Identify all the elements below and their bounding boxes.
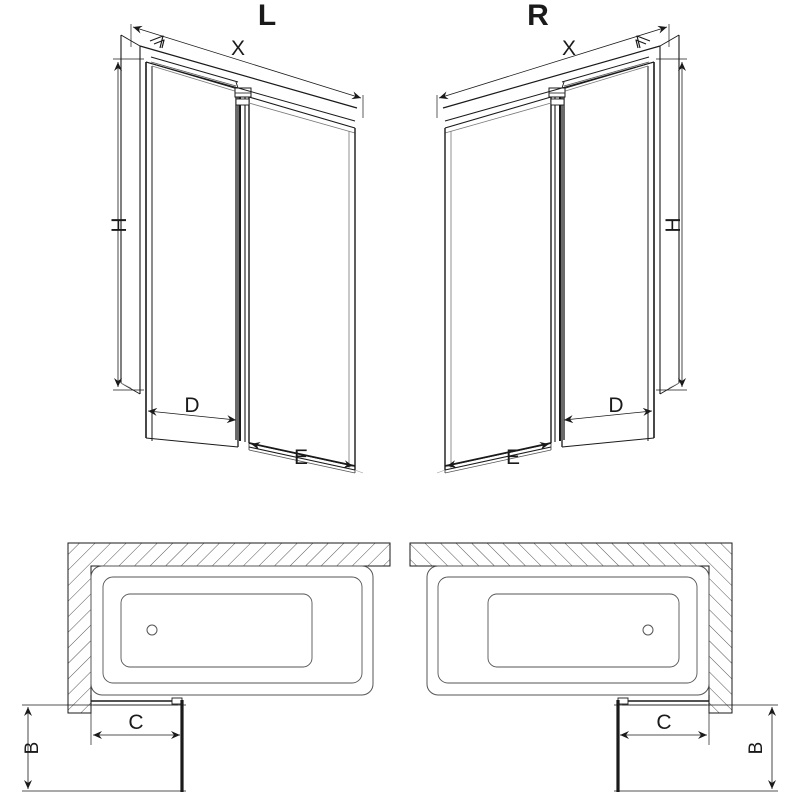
bathtub-basin-right bbox=[487, 593, 680, 668]
dimension-x-right bbox=[436, 24, 670, 118]
dimension-c-right bbox=[617, 703, 710, 745]
variant-label-right: R bbox=[527, 0, 549, 32]
dimension-label-e-right: E bbox=[506, 446, 520, 469]
door-handle-left bbox=[149, 35, 165, 49]
dimension-x-left bbox=[130, 24, 364, 118]
dimension-d-left bbox=[145, 407, 239, 447]
dimension-label-x-left: X bbox=[231, 37, 245, 60]
dimension-h-left bbox=[113, 58, 144, 391]
door-handle-right bbox=[635, 35, 651, 49]
dimension-b-left bbox=[22, 704, 186, 792]
dimension-label-d-left: D bbox=[184, 394, 199, 417]
wall-hatched-left bbox=[67, 542, 391, 714]
bathtub-drain-icon-right bbox=[642, 624, 654, 636]
bathtub-inner-rim bbox=[102, 576, 363, 684]
view-front-right bbox=[436, 24, 687, 474]
construction-lines-left bbox=[120, 382, 364, 474]
dimension-e-right bbox=[444, 430, 552, 473]
dimension-label-b-left: B bbox=[22, 742, 43, 755]
dimension-b-right bbox=[614, 704, 778, 792]
dimension-label-h-left: H bbox=[108, 217, 131, 232]
sliding-panel-right bbox=[444, 96, 552, 474]
bathtub-inner-rim-right bbox=[437, 576, 698, 684]
centre-post-right bbox=[548, 87, 566, 443]
dimension-label-e-left: E bbox=[294, 446, 308, 469]
variant-label-left: L bbox=[258, 0, 276, 32]
construction-lines-right bbox=[436, 382, 680, 474]
bathtub-basin bbox=[120, 593, 313, 668]
view-plan-right bbox=[409, 542, 778, 792]
dimension-c-left bbox=[90, 703, 183, 745]
sliding-panel-left bbox=[248, 96, 356, 474]
dimension-e-left bbox=[248, 430, 356, 473]
fixed-panel-right bbox=[561, 61, 655, 448]
fixed-panel-left bbox=[145, 61, 239, 448]
dimension-label-h-right: H bbox=[662, 217, 685, 232]
bathtub-drain-icon bbox=[146, 624, 158, 636]
dimension-h-right bbox=[656, 58, 687, 391]
dimension-label-b-right: B bbox=[746, 742, 767, 755]
dimension-label-c-left: C bbox=[128, 711, 143, 734]
dimension-d-right bbox=[561, 407, 655, 447]
dimension-label-c-right: C bbox=[656, 711, 671, 734]
view-front-left: X H D E bbox=[108, 24, 364, 474]
bathtub-outer-rim-right bbox=[426, 565, 710, 696]
dimension-label-x-right: X bbox=[562, 37, 576, 60]
dimension-label-d-right: D bbox=[608, 394, 623, 417]
view-plan-left: C B bbox=[22, 542, 391, 792]
screen-fixed-plan-right bbox=[617, 695, 710, 706]
wall-plane-left bbox=[120, 34, 141, 395]
wall-hatched-right bbox=[409, 542, 733, 714]
wall-plane-right bbox=[659, 34, 680, 395]
screen-fixed-plan-left bbox=[90, 695, 183, 706]
bathtub-outer-rim bbox=[90, 565, 374, 696]
